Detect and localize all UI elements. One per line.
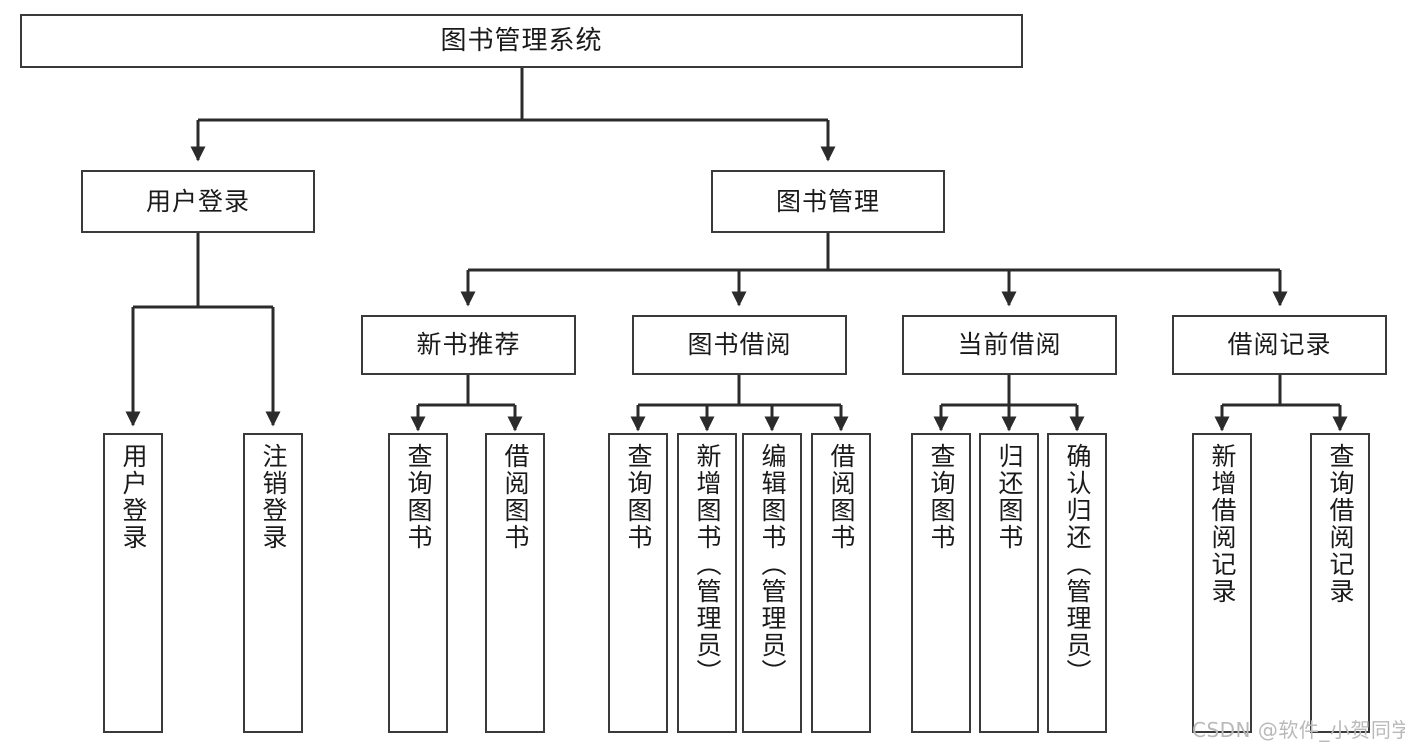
node-label: 查询借阅记录 [1326, 443, 1355, 605]
node-label: 查询图书 [624, 443, 653, 551]
node-leaf-query-record[interactable]: 查询借阅记录 [1310, 433, 1370, 733]
node-leaf-borrow-book-1[interactable]: 借阅图书 [485, 433, 545, 733]
node-leaf-query-book-3[interactable]: 查询图书 [911, 433, 971, 733]
node-root-book-management-system[interactable]: 图书管理系统 [20, 14, 1023, 68]
node-label: 注销登录 [259, 443, 288, 551]
node-label: 归还图书 [995, 443, 1024, 551]
node-label: 确认归还（管理员） [1063, 443, 1092, 686]
node-label: 编辑图书（管理员） [758, 443, 787, 686]
node-label: 图书借阅 [687, 330, 792, 360]
node-label: 用户登录 [119, 443, 148, 551]
node-leaf-add-record[interactable]: 新增借阅记录 [1192, 433, 1252, 733]
node-label: 新增图书（管理员） [693, 443, 722, 686]
node-label: 图书管理系统 [440, 25, 603, 56]
node-label: 借阅记录 [1227, 330, 1332, 360]
node-label: 借阅图书 [827, 443, 856, 551]
node-leaf-add-book[interactable]: 新增图书（管理员） [677, 433, 737, 733]
node-leaf-query-book-2[interactable]: 查询图书 [608, 433, 668, 733]
node-leaf-confirm-return[interactable]: 确认归还（管理员） [1047, 433, 1107, 733]
node-label: 新书推荐 [416, 330, 521, 360]
node-label: 用户登录 [145, 186, 250, 216]
node-label: 图书管理 [775, 186, 880, 216]
node-label: 查询图书 [404, 443, 433, 551]
node-leaf-edit-book[interactable]: 编辑图书（管理员） [742, 433, 802, 733]
node-borrow-record[interactable]: 借阅记录 [1172, 315, 1387, 375]
node-book-borrow[interactable]: 图书借阅 [632, 315, 847, 375]
node-label: 借阅图书 [501, 443, 530, 551]
node-new-book-recommend[interactable]: 新书推荐 [361, 315, 576, 375]
node-current-borrow[interactable]: 当前借阅 [902, 315, 1117, 375]
node-leaf-query-book-1[interactable]: 查询图书 [388, 433, 448, 733]
watermark: CSDN @软件_小贺同学 [1192, 718, 1405, 742]
node-leaf-logout-login[interactable]: 注销登录 [243, 433, 303, 733]
node-leaf-borrow-book-2[interactable]: 借阅图书 [811, 433, 871, 733]
node-book-manage[interactable]: 图书管理 [711, 170, 945, 233]
node-user-login[interactable]: 用户登录 [81, 170, 315, 233]
node-label: 新增借阅记录 [1208, 443, 1237, 605]
node-leaf-user-login[interactable]: 用户登录 [103, 433, 163, 733]
node-leaf-return-book[interactable]: 归还图书 [979, 433, 1039, 733]
node-label: 当前借阅 [957, 330, 1062, 360]
node-label: 查询图书 [927, 443, 956, 551]
